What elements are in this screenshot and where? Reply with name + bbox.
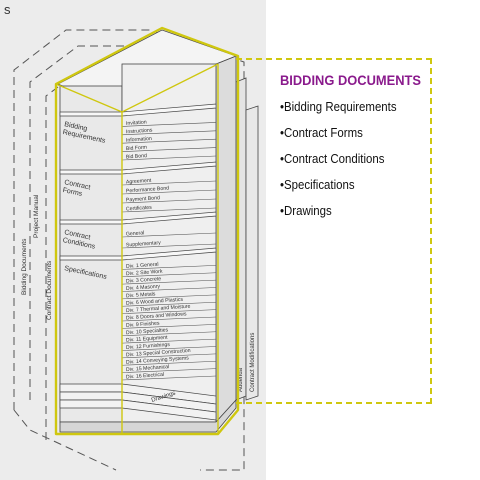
sheet-edge — [121, 207, 217, 213]
callout-item: •Drawings — [280, 203, 332, 218]
sheet-edge — [121, 353, 217, 359]
sheet-label: Div. 8 Doors and Windows — [126, 311, 187, 321]
sheet-label: Div. 15 Mechanical — [126, 364, 170, 373]
sheet-edge — [121, 272, 217, 278]
document-groups: BiddingRequirementsInvitationInstruction… — [59, 103, 217, 381]
contract-documents-label: Contract Documents — [46, 260, 53, 320]
contract-modifications-label: Contract Modifications — [250, 333, 256, 392]
sheet-label: Bid Form — [126, 145, 147, 152]
sheet-edge — [121, 155, 217, 161]
sheet-edge — [121, 138, 217, 144]
callout-title: BIDDING DOCUMENTS — [280, 72, 421, 88]
sheet-edge — [121, 346, 217, 351]
sheet-edge — [121, 368, 217, 373]
sheet-label: General — [126, 230, 145, 237]
sheet-edge — [121, 301, 217, 307]
sheet-label: Div. 5 Metals — [126, 291, 156, 299]
sheet-label: Div. 10 Specialties — [126, 327, 169, 336]
stack-highlight-edge — [55, 83, 123, 113]
sheet-label: Supplementary — [126, 240, 162, 248]
bidding-documents-callout-box — [236, 58, 432, 404]
contract-modifications-panel — [245, 105, 259, 401]
sheet-edge — [121, 243, 217, 249]
sheet-label: Div. 1 General — [126, 262, 159, 270]
addenda-label: Addenda — [238, 367, 244, 392]
callout-item: •Bidding Requirements — [280, 99, 397, 114]
sheet-label: Div. 9 Finishes — [126, 321, 160, 329]
sheet-label: Bid Bond — [126, 153, 148, 160]
stack-highlight-edge — [121, 63, 219, 113]
sheet-label: Div. 11 Equipment — [126, 335, 168, 344]
sheet-label: Payment Bond — [126, 195, 160, 203]
stack-sheet-column — [121, 63, 217, 423]
sheet-label: Agreement — [126, 178, 152, 186]
project-manual-outline — [29, 45, 156, 400]
sheet-label: Certificates — [126, 205, 153, 213]
bidding-documents-label: Bidding Documents — [21, 238, 28, 295]
sheet-label: Div. 12 Furnishings — [126, 342, 171, 351]
callout-list: •Bidding Requirements •Contract Forms •C… — [280, 98, 412, 228]
sheet-edge — [121, 331, 217, 337]
sheet-edge — [121, 279, 217, 285]
sheet-label: Div. 4 Masonry — [126, 284, 161, 292]
sheet-edge — [121, 375, 217, 381]
sheet-edge — [121, 130, 217, 136]
sheet-edge — [121, 180, 217, 186]
sheet-label: Div. 7 Thermal and Moisture — [126, 304, 191, 315]
sheet-edge — [121, 316, 217, 322]
sheet-edge — [121, 198, 217, 204]
sheet-edge — [121, 189, 217, 195]
sheet-edge — [121, 309, 217, 314]
sheet-edge — [121, 122, 217, 127]
sheet-label: Information — [126, 136, 152, 144]
stack-left-panel — [59, 85, 123, 423]
sheet-edge — [121, 232, 217, 238]
project-manual-label: Project Manual — [33, 194, 40, 238]
stack-highlight — [54, 26, 240, 436]
bidding-documents-outline — [13, 29, 245, 471]
sheet-edge — [121, 265, 217, 270]
document-stack-diagram: s Bidding Documents Project Manual Contr… — [4, 2, 259, 471]
sheet-label: Div. 3 Concrete — [126, 276, 162, 284]
sheet-edge — [121, 294, 217, 300]
sheet-label: Invitation — [126, 119, 147, 126]
sheet-edge — [121, 338, 217, 344]
stack-side-face — [215, 55, 237, 424]
sheet-label: Div. 2 Site Work — [126, 269, 163, 278]
callout-item: •Contract Forms — [280, 125, 363, 140]
sheet-label: Div. 6 Wood and Plastics — [126, 297, 184, 307]
sheet-edge — [121, 147, 217, 152]
callout-item: •Specifications — [280, 177, 355, 192]
callout-item: •Contract Conditions — [280, 151, 385, 166]
sheet-label: Div. 16 Electrical — [126, 372, 165, 381]
sheet-edge — [121, 287, 217, 292]
sheet-label: Div. 13 Special Construction — [126, 348, 191, 359]
sheet-edge — [121, 360, 217, 366]
sheet-label: Div. 14 Conveying Systems — [126, 355, 190, 365]
sheet-label: Performance Bond — [126, 185, 170, 194]
stack-base — [59, 398, 237, 433]
page-corner-text: s — [4, 2, 11, 17]
group-label: ContractForms — [62, 179, 91, 199]
sheet-label: Instructions — [126, 127, 153, 135]
sheet-edge — [121, 324, 217, 329]
